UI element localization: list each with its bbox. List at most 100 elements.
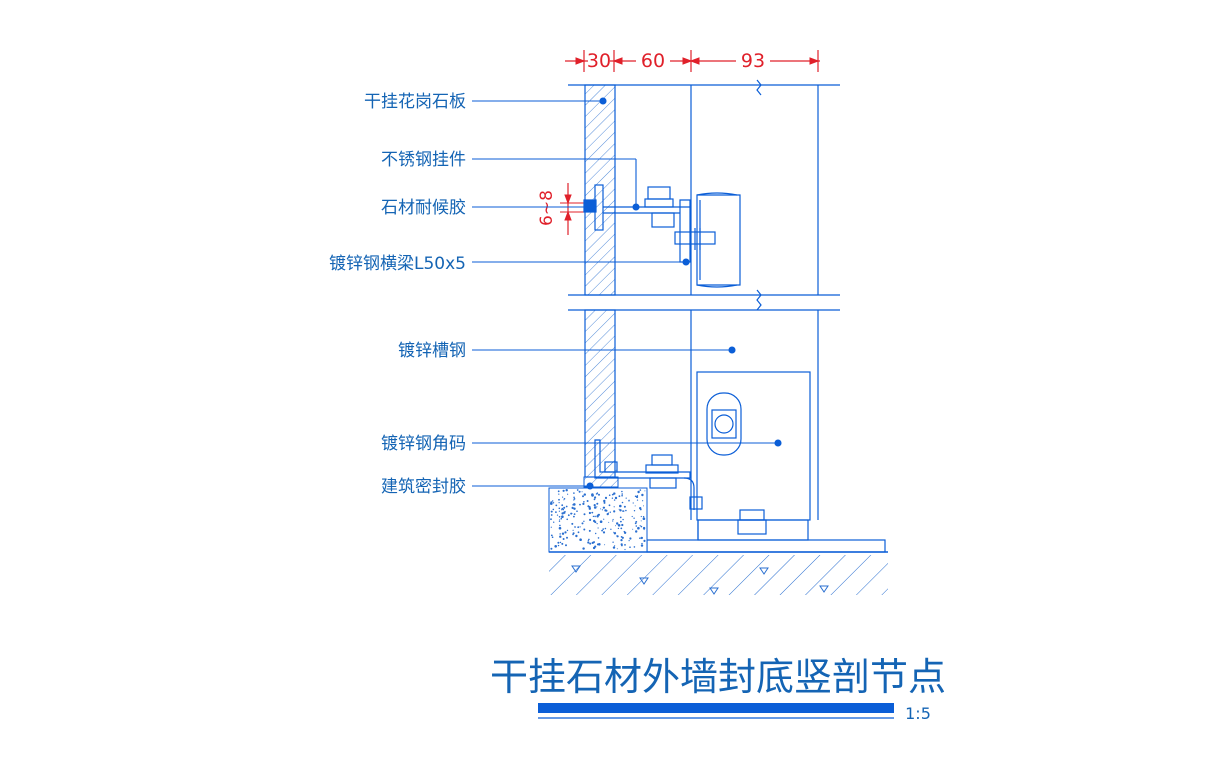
concrete-speckle bbox=[571, 522, 574, 525]
concrete-speckle bbox=[633, 510, 636, 512]
concrete-speckle bbox=[572, 532, 575, 535]
concrete-speckle bbox=[635, 521, 638, 523]
concrete-speckle bbox=[620, 527, 623, 530]
concrete-speckle bbox=[639, 489, 642, 491]
concrete-speckle bbox=[613, 492, 616, 495]
concrete-speckle bbox=[597, 513, 601, 516]
concrete-speckle bbox=[555, 511, 557, 513]
concrete-speckle bbox=[591, 511, 594, 514]
concrete-speckle bbox=[555, 504, 558, 507]
concrete-speckle bbox=[618, 508, 620, 510]
concrete-speckle bbox=[601, 509, 604, 511]
concrete-speckle bbox=[558, 526, 562, 530]
concrete-speckle bbox=[558, 507, 561, 510]
concrete-speckle bbox=[603, 499, 606, 503]
concrete-speckle bbox=[625, 509, 627, 512]
concrete-speckle bbox=[597, 527, 599, 529]
concrete-speckle bbox=[588, 507, 591, 510]
concrete-speckle bbox=[596, 515, 599, 518]
concrete-speckle bbox=[578, 490, 581, 493]
concrete-speckle bbox=[642, 517, 646, 520]
label-granite-panel: 干挂花岗石板 bbox=[364, 92, 466, 112]
concrete-speckle bbox=[635, 530, 638, 533]
concrete-speckle bbox=[583, 520, 585, 522]
label-galvanized-channel: 镀锌槽钢 bbox=[398, 341, 466, 361]
concrete-speckle bbox=[562, 496, 564, 498]
concrete-speckle bbox=[633, 546, 636, 548]
concrete-speckle bbox=[611, 497, 614, 499]
concrete-speckle bbox=[573, 498, 576, 500]
concrete-speckle bbox=[623, 505, 626, 508]
concrete-speckle bbox=[576, 489, 579, 491]
concrete-speckle bbox=[558, 493, 560, 495]
concrete-speckle bbox=[636, 495, 639, 499]
concrete-speckle bbox=[565, 505, 568, 508]
concrete-speckle bbox=[603, 501, 606, 504]
concrete-speckle bbox=[617, 524, 621, 527]
concrete-speckle bbox=[622, 518, 624, 521]
concrete-speckle bbox=[567, 493, 569, 495]
concrete-speckle bbox=[598, 493, 600, 496]
concrete-speckle bbox=[634, 495, 637, 498]
concrete-speckle bbox=[553, 521, 555, 523]
concrete-speckle bbox=[620, 543, 623, 546]
concrete-speckle bbox=[582, 502, 585, 505]
concrete-speckle bbox=[591, 493, 594, 496]
concrete-speckle bbox=[588, 538, 590, 541]
concrete-speckle bbox=[563, 498, 566, 500]
dimension-gap: 6~8 bbox=[537, 190, 557, 226]
concrete-speckle bbox=[564, 510, 566, 513]
concrete-speckle bbox=[562, 489, 565, 492]
concrete-speckle bbox=[559, 524, 561, 527]
concrete-speckle bbox=[613, 506, 615, 508]
concrete-speckle bbox=[550, 526, 552, 528]
label-corner-bracket: 镀锌钢角码 bbox=[381, 434, 466, 454]
concrete-speckle bbox=[587, 505, 590, 508]
concrete-speckle bbox=[577, 531, 580, 534]
concrete-speckle bbox=[573, 492, 575, 494]
concrete-speckle bbox=[576, 510, 578, 512]
concrete-speckle bbox=[641, 542, 643, 545]
concrete-speckle bbox=[639, 507, 642, 510]
concrete-speckle bbox=[587, 541, 590, 544]
concrete-speckle bbox=[620, 539, 623, 542]
concrete-speckle bbox=[643, 505, 644, 507]
drawing-scale: 1:5 bbox=[905, 704, 931, 723]
concrete-speckle bbox=[608, 504, 611, 507]
concrete-speckle bbox=[637, 490, 640, 494]
concrete-speckle bbox=[559, 535, 562, 538]
concrete-speckle bbox=[550, 514, 553, 516]
concrete-speckle bbox=[612, 546, 616, 549]
leader-lines bbox=[472, 97, 782, 490]
galvanized-channel bbox=[696, 371, 811, 521]
dimension-30: 30 bbox=[587, 50, 611, 72]
concrete-speckle bbox=[640, 520, 642, 522]
concrete-speckle bbox=[629, 537, 632, 540]
concrete-speckle bbox=[600, 508, 602, 510]
concrete-speckle bbox=[572, 504, 574, 506]
concrete-speckle bbox=[594, 545, 597, 548]
concrete-speckle bbox=[621, 523, 624, 527]
concrete-speckle bbox=[583, 528, 586, 531]
concrete-speckle bbox=[633, 517, 635, 519]
concrete-speckle bbox=[632, 528, 634, 530]
concrete-speckle bbox=[624, 548, 626, 551]
concrete-speckle bbox=[642, 516, 645, 518]
concrete-speckle bbox=[603, 518, 605, 520]
concrete-speckle bbox=[622, 510, 624, 512]
concrete-speckle bbox=[639, 537, 641, 539]
dimension-texts: 30 60 93 6~8 bbox=[537, 48, 770, 226]
concrete-speckle bbox=[588, 529, 591, 532]
concrete-speckle bbox=[552, 502, 555, 504]
concrete-speckle bbox=[561, 507, 564, 510]
concrete-speckle bbox=[593, 506, 597, 509]
concrete-speckle bbox=[550, 502, 553, 505]
concrete-slab bbox=[548, 487, 648, 553]
label-building-sealant: 建筑密封胶 bbox=[381, 477, 466, 497]
ground bbox=[549, 551, 888, 595]
concrete-speckle bbox=[579, 526, 581, 528]
concrete-speckle bbox=[557, 544, 560, 547]
concrete-speckle bbox=[596, 523, 598, 525]
concrete-speckle bbox=[587, 539, 589, 542]
concrete-speckle bbox=[640, 536, 643, 540]
